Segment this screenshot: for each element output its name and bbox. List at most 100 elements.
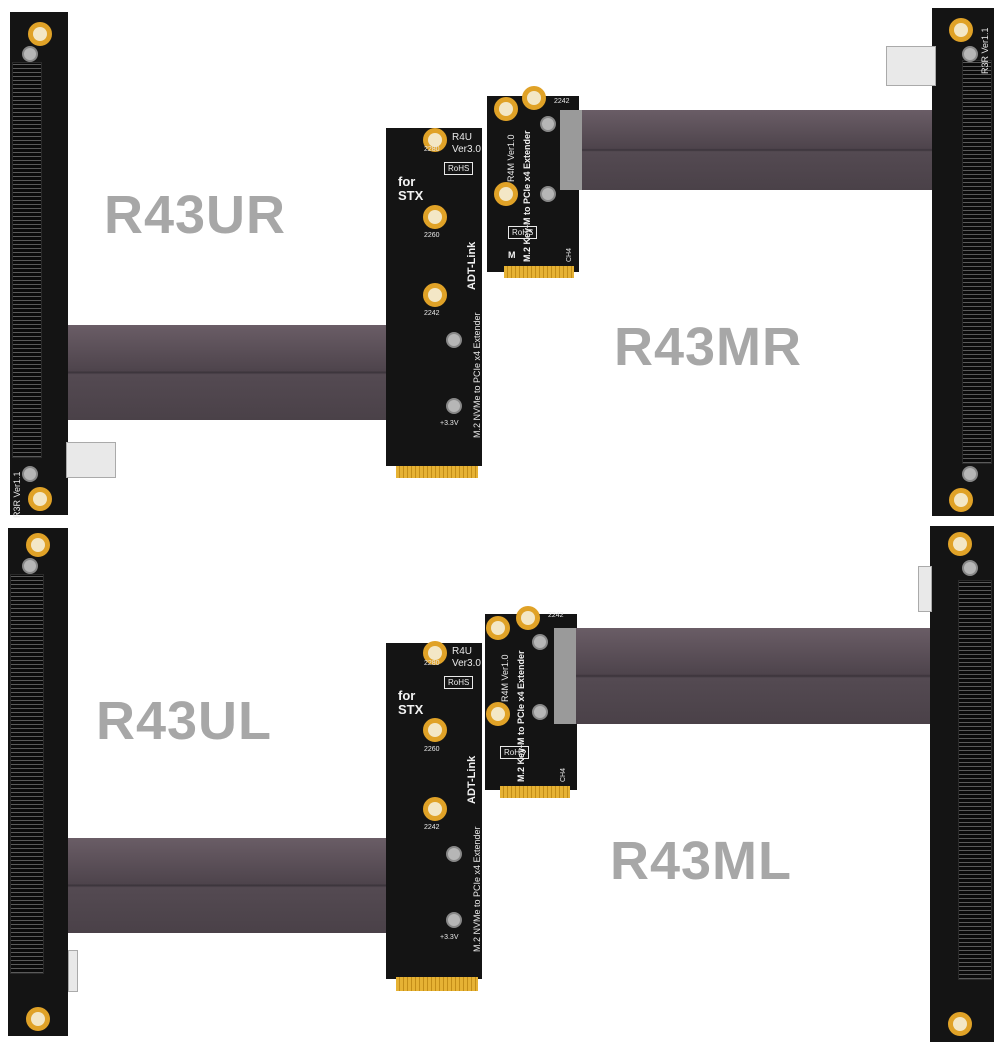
stx-label: STX <box>398 188 424 203</box>
screw-icon <box>532 704 548 720</box>
r4m-description: M.2 Key-M to PCIe x4 Extender <box>516 650 526 782</box>
screw-icon <box>446 398 462 414</box>
pcie-x16-slot-bottom-left <box>10 574 44 974</box>
size-2242: 2242 <box>554 98 570 105</box>
rohs-badge: RoHS <box>500 746 530 759</box>
product-label-r43ul: R43UL <box>96 691 273 751</box>
size-2242: 2242 <box>548 612 564 619</box>
board-version-label: R3R Ver1.1 <box>12 471 22 518</box>
size-2260: 2260 <box>424 232 440 239</box>
r4m-model-version: R4M Ver1.0 <box>500 654 510 702</box>
ribbon-cable <box>68 325 418 420</box>
for-label: for <box>398 174 416 189</box>
r4m-description: M.2 Key-M to PCIe x4 Extender <box>522 130 532 262</box>
screw-icon <box>446 912 462 928</box>
mount-hole-icon <box>494 97 518 121</box>
size-2242: 2242 <box>424 310 440 317</box>
mount-hole-icon <box>948 1012 972 1036</box>
screw-icon <box>540 116 556 132</box>
product-label-r43ml: R43ML <box>610 831 793 891</box>
screw-icon <box>962 560 978 576</box>
board-version-text: Ver1.1 <box>12 471 22 498</box>
r4u-model: R4U <box>452 646 473 657</box>
ribbon-cable <box>582 110 932 190</box>
r4u-m2-board-top-bottom <box>386 420 482 466</box>
rohs-badge: RoHS <box>508 226 538 239</box>
size-2242: 2242 <box>424 824 440 831</box>
mount-hole-icon <box>423 283 447 307</box>
voltage-label: +3.3V <box>440 934 459 941</box>
ch4-label: CH4 <box>566 247 573 262</box>
product-label-r43ur: R43UR <box>104 185 287 245</box>
mount-hole-icon <box>423 797 447 821</box>
board-model-text: R3R <box>980 55 990 74</box>
board-version-text: Ver1.1 <box>980 27 990 54</box>
screw-icon <box>22 46 38 62</box>
mount-hole-icon <box>423 718 447 742</box>
size-2280: 2280 <box>424 146 440 153</box>
power-connector <box>68 950 78 992</box>
mount-hole-icon <box>522 86 546 110</box>
m2-gold-fingers <box>396 977 478 991</box>
power-connector <box>66 442 116 478</box>
screw-icon <box>22 558 38 574</box>
power-connector <box>886 46 936 86</box>
r4m-model: R4M <box>506 162 516 182</box>
r4u-model: R4U <box>452 132 473 143</box>
size-2280: 2280 <box>424 660 440 667</box>
mount-hole-icon <box>423 205 447 229</box>
cable-ferrule <box>554 628 578 724</box>
mount-hole-icon <box>516 606 540 630</box>
pcie-x16-slot-top-right <box>962 60 992 464</box>
ribbon-cable <box>68 838 418 933</box>
mount-hole-icon <box>28 22 52 46</box>
mount-hole-icon <box>28 487 52 511</box>
r4m-model-version: R4M Ver1.0 <box>506 134 516 182</box>
mount-hole-icon <box>26 533 50 557</box>
ribbon-cable <box>576 628 932 724</box>
screw-icon <box>962 46 978 62</box>
r4m-version: Ver1.0 <box>500 654 510 681</box>
brand-label: ADT-Link <box>466 241 478 290</box>
for-label: for <box>398 688 416 703</box>
r4u-description: M.2 NVMe to PCIe x4 Extender <box>472 826 482 952</box>
stx-label: STX <box>398 702 424 717</box>
r4u-m2-board-bottom <box>386 643 482 943</box>
board-version-label: R3R Ver1.1 <box>980 27 990 74</box>
ch4-label: CH4 <box>560 767 567 782</box>
screw-icon <box>962 466 978 482</box>
mount-hole-icon <box>949 18 973 42</box>
mount-hole-icon <box>494 182 518 206</box>
screw-icon <box>540 186 556 202</box>
mount-hole-icon <box>423 641 447 665</box>
board-model-text: R3R <box>12 499 22 518</box>
size-2260: 2260 <box>424 746 440 753</box>
r4u-m2-board-bottom-tail <box>386 933 482 979</box>
power-connector <box>918 566 932 612</box>
m2-gold-fingers <box>504 266 574 278</box>
pcie-x16-slot-bottom-right <box>958 580 992 980</box>
screw-icon <box>446 332 462 348</box>
mount-hole-icon <box>948 532 972 556</box>
m2-gold-fingers <box>396 462 478 478</box>
mount-hole-icon <box>26 1007 50 1031</box>
mount-hole-icon <box>486 702 510 726</box>
product-label-r43mr: R43MR <box>614 317 803 377</box>
mount-hole-icon <box>949 488 973 512</box>
cable-ferrule <box>560 110 584 190</box>
r4m-version: Ver1.0 <box>506 134 516 161</box>
r4u-m2-board-top <box>386 128 482 426</box>
screw-icon <box>22 466 38 482</box>
screw-icon <box>532 634 548 650</box>
mount-hole-icon <box>423 128 447 152</box>
r4m-model: R4M <box>500 682 510 702</box>
r4u-description: M.2 NVMe to PCIe x4 Extender <box>472 312 482 438</box>
pcie-x16-slot-top-left <box>12 62 42 458</box>
m2-gold-fingers <box>500 786 570 798</box>
voltage-label: +3.3V <box>440 420 459 427</box>
r4u-version: Ver3.0 <box>452 144 481 155</box>
rohs-badge: RoHS <box>444 676 474 689</box>
rohs-badge: RoHS <box>444 162 474 175</box>
brand-label: ADT-Link <box>466 755 478 804</box>
key-m-label: M <box>508 250 516 260</box>
